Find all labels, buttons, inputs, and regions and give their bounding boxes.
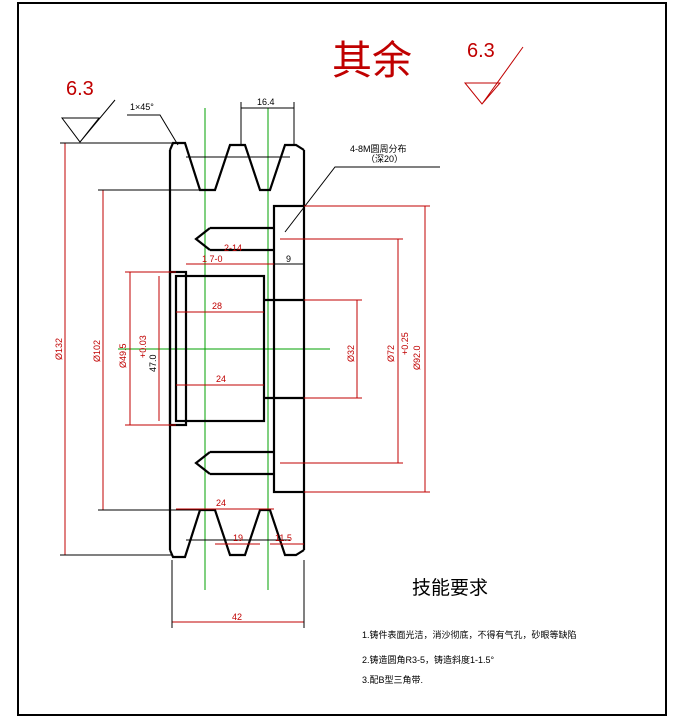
dim-w14: 2-14 bbox=[224, 243, 242, 253]
dim-w28: 28 bbox=[212, 301, 222, 311]
dim-w19: 19 bbox=[233, 533, 243, 543]
dim-tol49-base: 47.0 bbox=[148, 354, 158, 372]
surface-finish-symbol-left: 6.3 bbox=[61, 78, 116, 143]
dim-d72: Ø72 bbox=[386, 345, 396, 362]
chamfer-leader bbox=[127, 114, 179, 146]
dim-w24b: 24 bbox=[216, 498, 226, 508]
dim-w42: 42 bbox=[232, 612, 242, 622]
dim-w164: 16.4 bbox=[257, 97, 275, 107]
dimension-lines bbox=[60, 102, 430, 628]
dim-d49: Ø49.5 bbox=[118, 343, 128, 368]
requirements-title: 技能要求 bbox=[412, 577, 488, 599]
dim-w9: 9 bbox=[286, 254, 291, 264]
dim-d92: Ø92.0 bbox=[412, 345, 422, 370]
finish-left-triangle bbox=[61, 99, 116, 143]
finish-other-label: 其余 bbox=[332, 38, 412, 83]
pulley-section-outline bbox=[168, 141, 306, 559]
dim-d32: Ø32 bbox=[346, 345, 356, 362]
hole-note-line2: （深20） bbox=[366, 154, 403, 164]
dim-tol92: +0.25 bbox=[400, 332, 410, 355]
hole-note-line1: 4-8M圆周分布 bbox=[350, 143, 407, 154]
requirement-item-1: 1.铸件表面光洁，消沙彻底，不得有气孔，砂眼等缺陷 bbox=[362, 629, 577, 640]
dim-w17: 1 7-0 bbox=[202, 254, 223, 264]
chamfer-label: 1×45° bbox=[130, 102, 154, 112]
dim-w115: 11.5 bbox=[275, 533, 292, 543]
dim-d102: Ø102 bbox=[92, 340, 102, 362]
finish-main-triangle bbox=[463, 46, 524, 105]
finish-main-value: 6.3 bbox=[467, 40, 495, 62]
surface-finish-symbol-main: 其余 6.3 bbox=[332, 38, 524, 105]
requirement-item-2: 2.铸造圆角R3-5，铸造斜度1-1.5° bbox=[362, 654, 495, 665]
hole-note-leader bbox=[284, 166, 440, 233]
dimension-labels: Ø132 Ø102 Ø49.5 +0.03 47.0 Ø32 Ø72 +0.25… bbox=[54, 97, 422, 622]
dim-w24a: 24 bbox=[216, 374, 226, 384]
drawing-frame bbox=[17, 2, 667, 716]
technical-requirements: 技能要求 1.铸件表面光洁，消沙彻底，不得有气孔，砂眼等缺陷 2.铸造圆角R3-… bbox=[362, 577, 577, 685]
dim-d132: Ø132 bbox=[54, 338, 64, 360]
dim-tol49-plus: +0.03 bbox=[138, 335, 148, 358]
requirement-item-3: 3.配B型三角带. bbox=[362, 674, 423, 685]
finish-left-value: 6.3 bbox=[66, 78, 94, 100]
